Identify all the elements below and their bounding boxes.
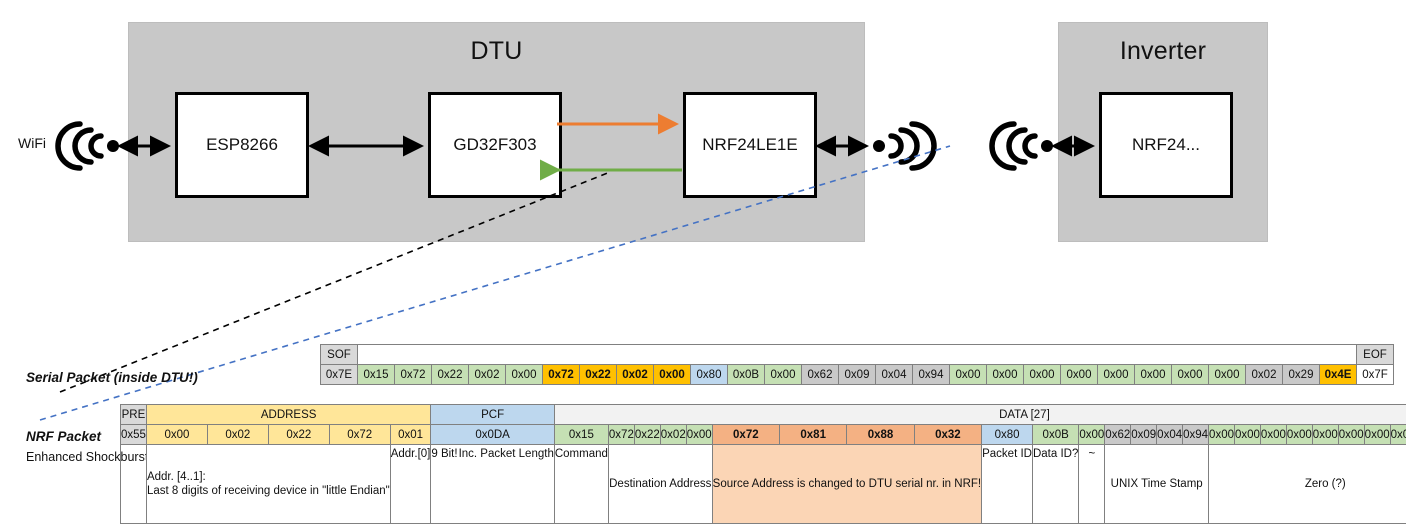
nrf-desc-command: Command — [554, 445, 608, 524]
nrf-byte-3: 0x22 — [268, 425, 329, 445]
nrf-byte-18: 0x00 — [1079, 425, 1105, 445]
serial-byte-1: 0x72 — [395, 365, 432, 385]
serial-header-spacer — [358, 345, 1357, 365]
nrf-desc-source-addr: Source Address is changed to DTU serial … — [712, 445, 981, 524]
nrf-desc-addr-0: Addr.[0] — [390, 445, 431, 524]
nrf-packet-row-label: NRF Packet — [26, 429, 101, 444]
serial-eof-value: 0x7F — [1357, 365, 1394, 385]
serial-byte-7: 0x02 — [617, 365, 654, 385]
nrf-byte-21: 0x04 — [1157, 425, 1183, 445]
nrf-byte-28: 0x00 — [1338, 425, 1364, 445]
nrf-byte-2: 0x02 — [207, 425, 268, 445]
nrf-desc-packet-length: 9 Bit!Inc. Packet Length — [431, 445, 554, 524]
serial-byte-2: 0x22 — [432, 365, 469, 385]
nrf-byte-0: 0x55 — [121, 425, 147, 445]
nrf-desc-unix-timestamp: UNIX Time Stamp — [1105, 445, 1209, 524]
nrf-desc-tilde: ~ — [1079, 445, 1105, 524]
serial-byte-11: 0x00 — [765, 365, 802, 385]
serial-byte-20: 0x00 — [1098, 365, 1135, 385]
serial-byte-21: 0x00 — [1135, 365, 1172, 385]
nrf-desc-data-id: Data ID? — [1032, 445, 1078, 524]
nrf-byte-1: 0x00 — [146, 425, 207, 445]
wifi-label: WiFi — [18, 135, 46, 151]
nrf-byte-26: 0x00 — [1286, 425, 1312, 445]
nrf-desc-destination-addr: Destination Address — [608, 445, 712, 524]
nrf-byte-10: 0x02 — [660, 425, 686, 445]
packet-tables: Serial Packet (inside DTU!) NRF Packet E… — [0, 340, 1406, 523]
nrf-byte-27: 0x00 — [1312, 425, 1338, 445]
serial-byte-17: 0x00 — [987, 365, 1024, 385]
nrf-byte-16: 0x80 — [982, 425, 1033, 445]
nrf-byte-6: 0x0DA — [431, 425, 554, 445]
nrf-byte-8: 0x72 — [608, 425, 634, 445]
chip-nrf24: NRF24... — [1099, 92, 1233, 198]
chip-gd32f303: GD32F303 — [428, 92, 562, 198]
nrf-desc-packet-id: Packet ID — [982, 445, 1033, 524]
serial-byte-16: 0x00 — [950, 365, 987, 385]
chip-esp8266: ESP8266 — [175, 92, 309, 198]
serial-byte-3: 0x02 — [469, 365, 506, 385]
serial-byte-25: 0x29 — [1283, 365, 1320, 385]
serial-sof-value: 0x7E — [321, 365, 358, 385]
serial-byte-22: 0x00 — [1172, 365, 1209, 385]
nrf-byte-12: 0x72 — [712, 425, 779, 445]
nrf-byte-19: 0x62 — [1105, 425, 1131, 445]
nrf-byte-29: 0x00 — [1364, 425, 1390, 445]
nrf-byte-30: 0x00 — [1390, 425, 1406, 445]
nrf-byte-5: 0x01 — [390, 425, 431, 445]
nrf-header-pre: PRE — [121, 405, 147, 425]
serial-byte-26: 0x4E — [1320, 365, 1357, 385]
serial-byte-6: 0x22 — [580, 365, 617, 385]
nrf-byte-15: 0x32 — [914, 425, 981, 445]
nrf-header-pcf: PCF — [431, 405, 554, 425]
serial-eof-header: EOF — [1357, 345, 1394, 365]
serial-byte-18: 0x00 — [1024, 365, 1061, 385]
serial-byte-24: 0x02 — [1246, 365, 1283, 385]
nrf-byte-20: 0x09 — [1131, 425, 1157, 445]
serial-byte-5: 0x72 — [543, 365, 580, 385]
serial-byte-0: 0x15 — [358, 365, 395, 385]
nrf-byte-14: 0x88 — [847, 425, 914, 445]
chip-nrf24le1e: NRF24LE1E — [683, 92, 817, 198]
serial-sof-header: SOF — [321, 345, 358, 365]
serial-header-row: SOF EOF — [321, 345, 1394, 365]
nrf-byte-24: 0x00 — [1234, 425, 1260, 445]
dtu-title: DTU — [129, 37, 864, 66]
inverter-title: Inverter — [1059, 37, 1267, 66]
nrf-header-address: ADDRESS — [146, 405, 430, 425]
nrf-byte-7: 0x15 — [554, 425, 608, 445]
nrf-byte-23: 0x00 — [1209, 425, 1235, 445]
nrf-byte-11: 0x00 — [686, 425, 712, 445]
serial-byte-14: 0x04 — [876, 365, 913, 385]
serial-packet-row-label: Serial Packet (inside DTU!) — [26, 370, 198, 385]
nrf-desc-address: Addr. [4..1]:Last 8 digits of receiving … — [146, 445, 390, 524]
serial-byte-4: 0x00 — [506, 365, 543, 385]
serial-byte-23: 0x00 — [1209, 365, 1246, 385]
serial-byte-19: 0x00 — [1061, 365, 1098, 385]
nrf-byte-4: 0x72 — [329, 425, 390, 445]
nrf-description-row: Addr. [4..1]:Last 8 digits of receiving … — [121, 445, 1406, 524]
nrf-byte-13: 0x81 — [780, 425, 847, 445]
nrf-byte-17: 0x0B — [1032, 425, 1078, 445]
serial-byte-12: 0x62 — [802, 365, 839, 385]
serial-byte-8: 0x00 — [654, 365, 691, 385]
serial-byte-13: 0x09 — [839, 365, 876, 385]
nrf-header-data-27: DATA [27] — [554, 405, 1406, 425]
block-diagram: DTU Inverter ESP8266 GD32F303 NRF24LE1E … — [0, 0, 1406, 265]
nrf-byte-22: 0x94 — [1183, 425, 1209, 445]
nrf-byte-25: 0x00 — [1260, 425, 1286, 445]
serial-byte-15: 0x94 — [913, 365, 950, 385]
serial-byte-9: 0x80 — [691, 365, 728, 385]
nrf-desc-pre — [121, 445, 147, 524]
nrf-desc-zero: Zero (?) — [1209, 445, 1406, 524]
nrf-byte-9: 0x22 — [634, 425, 660, 445]
serial-byte-10: 0x0B — [728, 365, 765, 385]
